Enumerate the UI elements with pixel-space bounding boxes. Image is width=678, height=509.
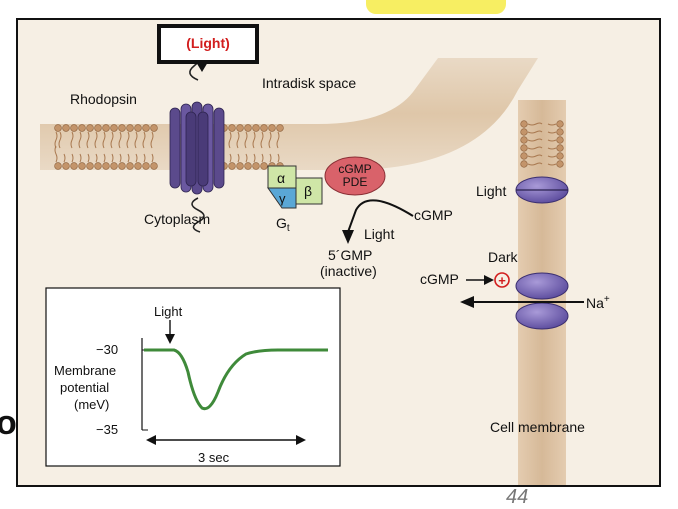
cgmp-pde-enzyme [324, 156, 386, 196]
inset-tick-top-label: −30 [96, 342, 118, 357]
cell-membrane-tails [527, 122, 557, 166]
lipid-tails-lower [54, 145, 280, 163]
gt-label: Gt [276, 215, 290, 234]
lipid-tails-upper [54, 131, 280, 149]
highlight-tab [366, 0, 506, 14]
hydrolysis-light-label: Light [364, 226, 394, 242]
channel-cgmp-label: cGMP [420, 271, 459, 287]
product-line2: (inactive) [320, 263, 377, 279]
light-callout-box [157, 24, 259, 64]
inset-time-arrow-left [146, 435, 156, 445]
inset-time-arrow-right [296, 435, 306, 445]
product-line1: 5´GMP [328, 247, 372, 263]
cell-membrane-lipids [520, 120, 564, 168]
gt-beta-label: β [304, 183, 312, 199]
cell-membrane-label: Cell membrane [490, 419, 585, 435]
inset-ylabel-line2: potential [60, 380, 109, 395]
lipid-heads-lower [54, 162, 284, 170]
cytoplasm-label: Cytoplasm [144, 211, 210, 227]
cgmp-binding-site [494, 272, 510, 288]
light-callout-pointer [196, 62, 208, 72]
channel-light-label: Light [476, 183, 506, 199]
lipid-heads-upper [54, 124, 284, 132]
pde-label-line2: PDE [343, 175, 368, 189]
cropped-character: o [0, 404, 17, 442]
transducin-g-protein: α β γ [267, 165, 323, 209]
inset-light-label: Light [154, 304, 183, 319]
cgmp-plus-sign: + [498, 273, 506, 288]
channel-dark-label: Dark [488, 249, 519, 265]
inset-tick-bottom-label: −35 [96, 422, 118, 437]
disk-membrane [40, 58, 538, 170]
pde-label-line1: cGMP [338, 162, 371, 176]
diagram-canvas: (Light) Rhodopsin Intradisk space Cytopl… [40, 24, 610, 485]
inset-ylabel-line3: (meV) [74, 397, 109, 412]
sodium-label: Na+ [586, 294, 610, 311]
page-number: 44 [506, 486, 529, 508]
sodium-influx-arrowhead [460, 296, 474, 308]
inset-light-arrowhead [165, 334, 175, 344]
inset-time-label: 3 sec [198, 450, 230, 465]
hydrolysis-arrowhead [342, 230, 354, 244]
inset-ylabel-line1: Membrane [54, 363, 116, 378]
membrane-potential-trace [144, 348, 328, 411]
gt-alpha-label: α [277, 170, 285, 186]
cgmp-substrate-label: cGMP [414, 207, 453, 223]
hydrolysis-arrow [347, 199, 414, 233]
channel-open-dark [515, 272, 569, 330]
intradisk-label: Intradisk space [262, 75, 356, 91]
rhodopsin-label: Rhodopsin [70, 91, 137, 107]
gt-gamma-label: γ [279, 191, 286, 206]
channel-closed-light [515, 176, 569, 204]
phototransduction-figure: (Light) Rhodopsin Intradisk space Cytopl… [16, 18, 661, 487]
membrane-potential-inset [45, 287, 341, 467]
light-callout-text: (Light) [186, 35, 230, 51]
cgmp-binding-arrowhead [484, 275, 494, 285]
rhodopsin-protein [169, 41, 225, 233]
